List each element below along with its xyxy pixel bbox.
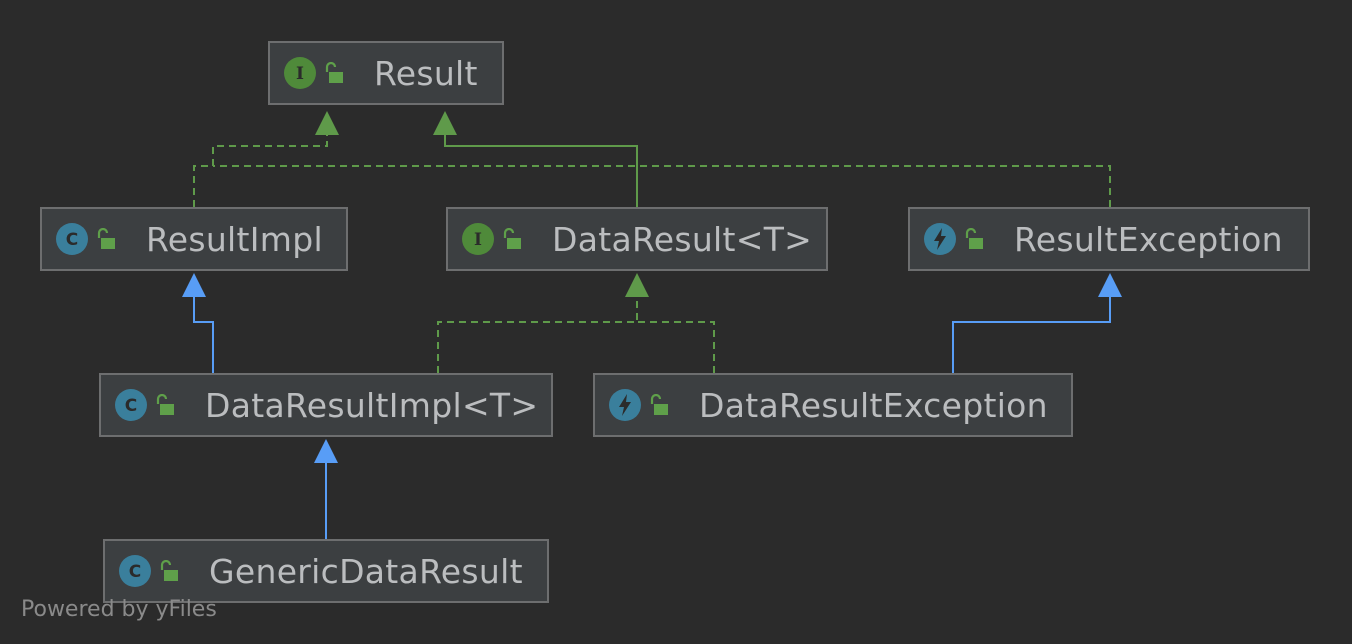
unlocked-icon <box>649 394 669 416</box>
arrowhead-resultexception <box>1098 273 1122 297</box>
node-label: DataResultException <box>699 385 1048 425</box>
class-icon: C <box>115 389 147 421</box>
node-label: ResultImpl <box>146 219 323 259</box>
svg-text:I: I <box>474 230 482 250</box>
node-dataresult[interactable]: I DataResult<T> <box>446 207 828 271</box>
class-icon: C <box>56 223 88 255</box>
arrowhead-result <box>315 111 339 135</box>
unlocked-icon <box>96 228 116 250</box>
unlocked-icon <box>502 228 522 250</box>
edge-dataresultimpl-to-dataresult <box>437 295 638 373</box>
arrowhead-dataresult <box>625 273 649 297</box>
interface-icon: I <box>462 223 494 255</box>
edge-dataresultimpl-to-resultimpl <box>193 295 214 373</box>
edge-resultexception-to-result <box>213 165 1111 207</box>
node-label: ResultException <box>1014 219 1283 259</box>
unlocked-icon <box>159 560 179 582</box>
node-dataresultexception[interactable]: DataResultException <box>593 373 1073 437</box>
unlocked-icon <box>324 62 344 84</box>
exception-icon <box>609 389 641 421</box>
node-result[interactable]: I Result <box>268 41 504 105</box>
node-genericdataresult[interactable]: C GenericDataResult <box>103 539 549 603</box>
unlocked-icon <box>964 228 984 250</box>
interface-icon: I <box>284 57 316 89</box>
svg-text:C: C <box>129 562 141 582</box>
footer-credit: Powered by yFiles <box>21 597 217 622</box>
node-dataresultimpl[interactable]: C DataResultImpl<T> <box>99 373 553 437</box>
exception-icon <box>924 223 956 255</box>
node-label: DataResult<T> <box>552 219 813 259</box>
node-resultimpl[interactable]: C ResultImpl <box>40 207 348 271</box>
unlocked-icon <box>155 394 175 416</box>
edge-dataresult-to-result <box>444 133 638 207</box>
class-icon: C <box>119 555 151 587</box>
node-resultexception[interactable]: ResultException <box>908 207 1310 271</box>
svg-text:C: C <box>66 230 78 250</box>
edge-resultimpl-to-result <box>193 133 328 207</box>
edge-dataresultexception-to-resultexception <box>952 295 1111 373</box>
node-label: DataResultImpl<T> <box>205 385 539 425</box>
arrowhead-result <box>433 111 457 135</box>
node-label: GenericDataResult <box>209 551 523 591</box>
arrowhead-resultimpl <box>182 273 206 297</box>
svg-text:I: I <box>296 64 304 84</box>
edge-dataresultexception-to-dataresult <box>637 321 715 373</box>
arrowhead-dataresultimpl <box>314 439 338 463</box>
svg-text:C: C <box>125 396 137 416</box>
node-label: Result <box>374 53 478 93</box>
